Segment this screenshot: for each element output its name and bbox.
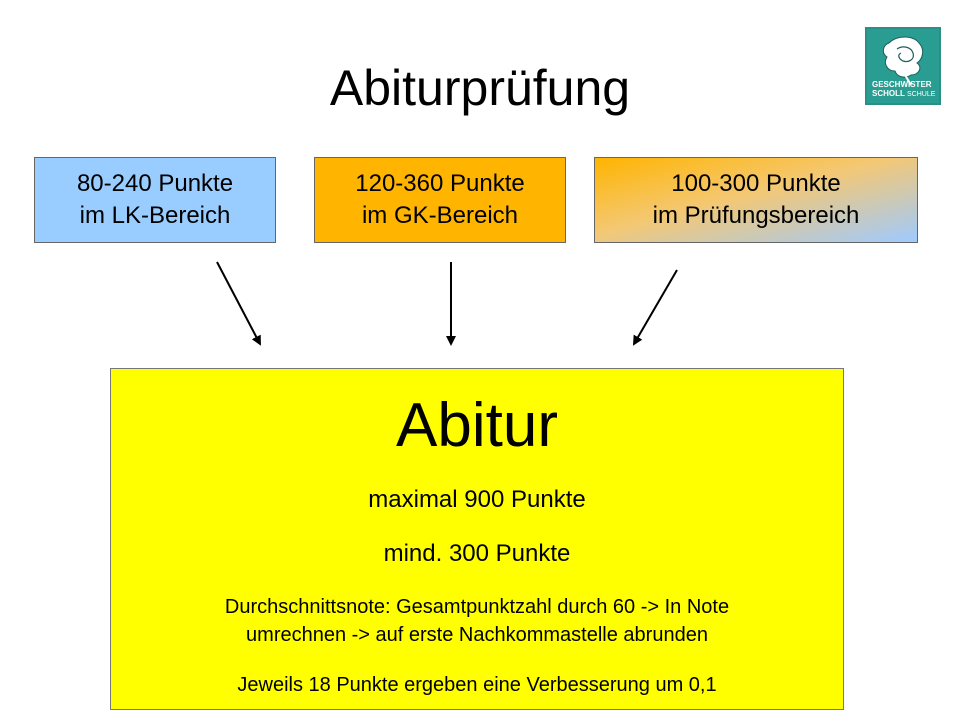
improvement-rule: Jeweils 18 Punkte ergeben eine Verbesser… [237,674,717,696]
logo-text-line2a: SCHOLL [872,89,905,98]
exam-points-box: 100-300 Punkte im Prüfungsbereich [594,157,918,243]
abitur-box: Abitur maximal 900 Punkte mind. 300 Punk… [110,368,844,710]
gk-points-range: 120-360 Punkte [355,170,525,197]
lk-points-range: 80-240 Punkte [76,170,234,197]
lk-points-area: im LK-Bereich [79,202,231,229]
average-line-1: Durchschnittsnote: Gesamtpunktzahl durch… [224,596,730,618]
logo-text-line1: GESCHWISTER [872,80,932,89]
exam-points-range: 100-300 Punkte [671,170,841,197]
min-points: mind. 300 Punkte [383,540,571,567]
school-logo: GESCHWISTER SCHOLL SCHULE [865,27,941,105]
arrow-exam [632,269,678,346]
gk-points-area: im GK-Bereich [361,202,519,229]
abitur-title: Abitur [396,391,558,460]
logo-text-line2b: SCHULE [907,91,936,98]
exam-points-area: im Prüfungsbereich [652,202,860,229]
average-grade-rule: Durchschnittsnote: Gesamtpunktzahl durch… [111,593,843,649]
gk-points-box: 120-360 Punkte im GK-Bereich [314,157,566,243]
arrow-lk [216,261,261,346]
max-points: maximal 900 Punkte [368,486,586,513]
average-line-2: umrechnen -> auf erste Nachkommastelle a… [246,624,708,646]
lk-points-box: 80-240 Punkte im LK-Bereich [34,157,276,243]
page-title: Abiturprüfung [329,60,631,116]
